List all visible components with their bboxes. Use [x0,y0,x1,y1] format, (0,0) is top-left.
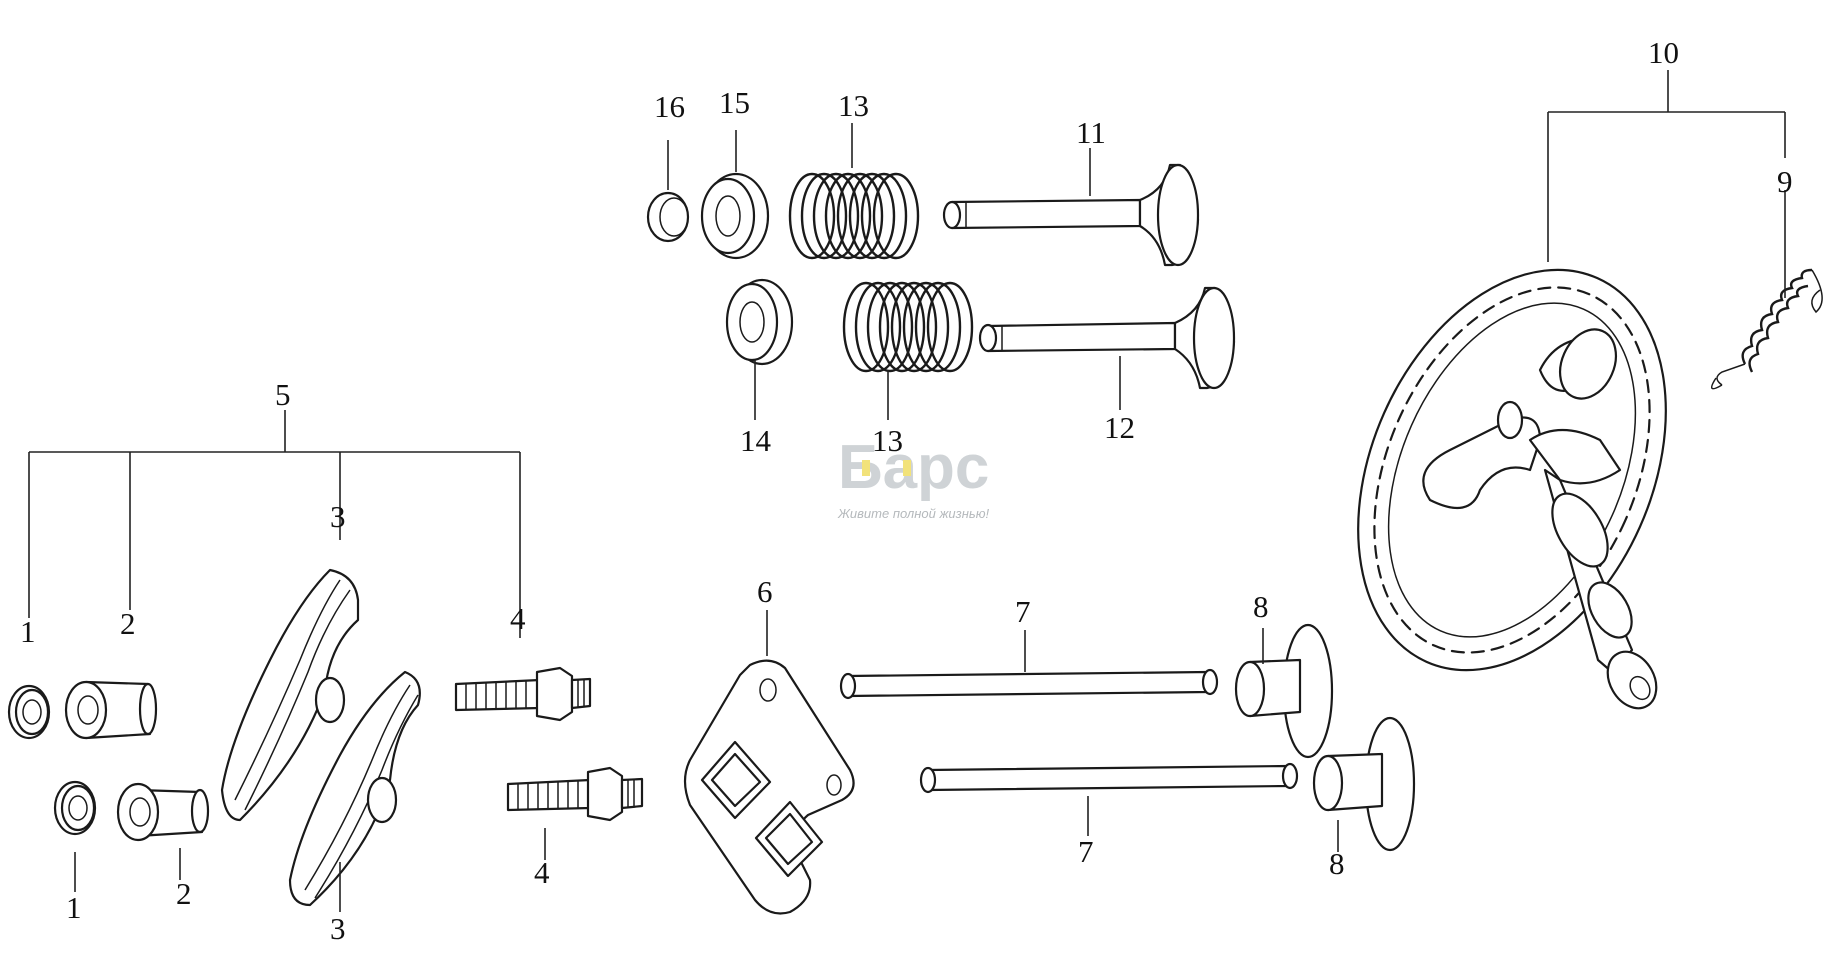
part-3-rocker-arm-lower [288,670,421,907]
part-13-valve-spring-upper [788,172,920,260]
callout-7-lower: 7 [1078,834,1094,869]
watermark-accent-left [862,460,870,476]
callout-12: 12 [1104,410,1135,445]
part-8-tappet-lower [1312,716,1416,852]
part-11-valve-upper [942,163,1200,267]
part-1-nut-upper [7,684,51,740]
leader-lines [28,70,1786,912]
callout-1-lower: 1 [66,890,82,925]
part-4-stud-upper [454,666,592,722]
callout-3-upper: 3 [330,499,346,534]
callout-10: 10 [1648,35,1679,70]
callout-2-lower: 2 [176,876,192,911]
callout-8-lower: 8 [1329,846,1345,881]
watermark-brand: Барс [838,433,989,502]
callout-7-upper: 7 [1015,594,1031,629]
callout-13-lower: 13 [872,423,903,458]
part-15-spring-retainer [700,172,770,260]
callout-2-upper: 2 [120,606,136,641]
part-6-plate [683,659,855,915]
callout-3-lower: 3 [330,911,346,946]
callout-1-upper: 1 [20,614,36,649]
part-9-tension-spring [1710,268,1823,390]
part-2-adjuster-upper [64,680,158,740]
part-10-camshaft-gear [1357,268,1667,710]
callout-6: 6 [757,574,773,609]
callout-13-upper: 13 [838,88,869,123]
watermark: Барс Живите полной жизнью! [837,433,989,521]
part-3-rocker-arm-upper [220,568,360,822]
callout-4-lower: 4 [534,855,550,890]
callout-16: 16 [654,89,685,124]
part-1-nut-lower [53,780,97,836]
part-16-valve-cap [646,191,690,243]
callout-14: 14 [740,423,772,458]
part-8-tappet-upper [1234,623,1334,759]
part-2-adjuster-lower [116,782,210,842]
callout-9: 9 [1777,164,1793,199]
part-14-spring-seat [725,278,794,366]
part-13-valve-spring-lower [842,281,974,373]
callout-5: 5 [275,377,291,412]
watermark-tagline: Живите полной жизнью! [837,506,989,521]
callouts: 16 15 13 11 10 9 14 13 12 5 3 4 2 1 6 7 … [20,35,1793,946]
part-4-stud-lower [506,766,644,822]
callout-8-upper: 8 [1253,589,1269,624]
callout-15: 15 [719,85,750,120]
watermark-accent-right [903,460,911,476]
part-7-pushrod-upper [839,668,1219,700]
part-12-valve-lower [978,286,1236,390]
callout-11: 11 [1076,115,1106,150]
callout-4-upper: 4 [510,601,526,636]
part-7-pushrod-lower [919,762,1299,794]
